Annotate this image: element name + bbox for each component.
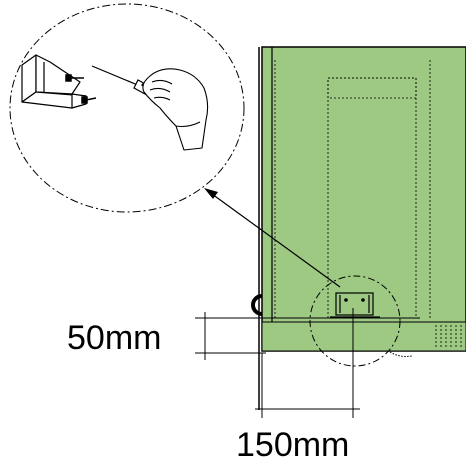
- detail-arrow: [204, 188, 341, 288]
- foot-icon: [389, 351, 413, 357]
- height-dimension: [195, 312, 420, 360]
- hidden-outline: [274, 60, 431, 320]
- width-dimension: [255, 308, 360, 418]
- mounted-bracket-icon: [330, 292, 380, 318]
- detail-circle: [9, 3, 245, 213]
- width-dimension-label: 150mm: [236, 426, 349, 464]
- zoom-circle: [309, 275, 401, 367]
- bracket-icon: [21, 54, 87, 109]
- panel-body: [261, 46, 466, 352]
- hinge-icon: [251, 294, 263, 316]
- appliance-panel: [258, 46, 466, 410]
- hand-icon: [142, 68, 209, 151]
- height-dimension-label: 50mm: [67, 319, 161, 357]
- vent-slots: [435, 325, 462, 349]
- screw-icon: [65, 74, 97, 104]
- detail-view: [9, 3, 245, 213]
